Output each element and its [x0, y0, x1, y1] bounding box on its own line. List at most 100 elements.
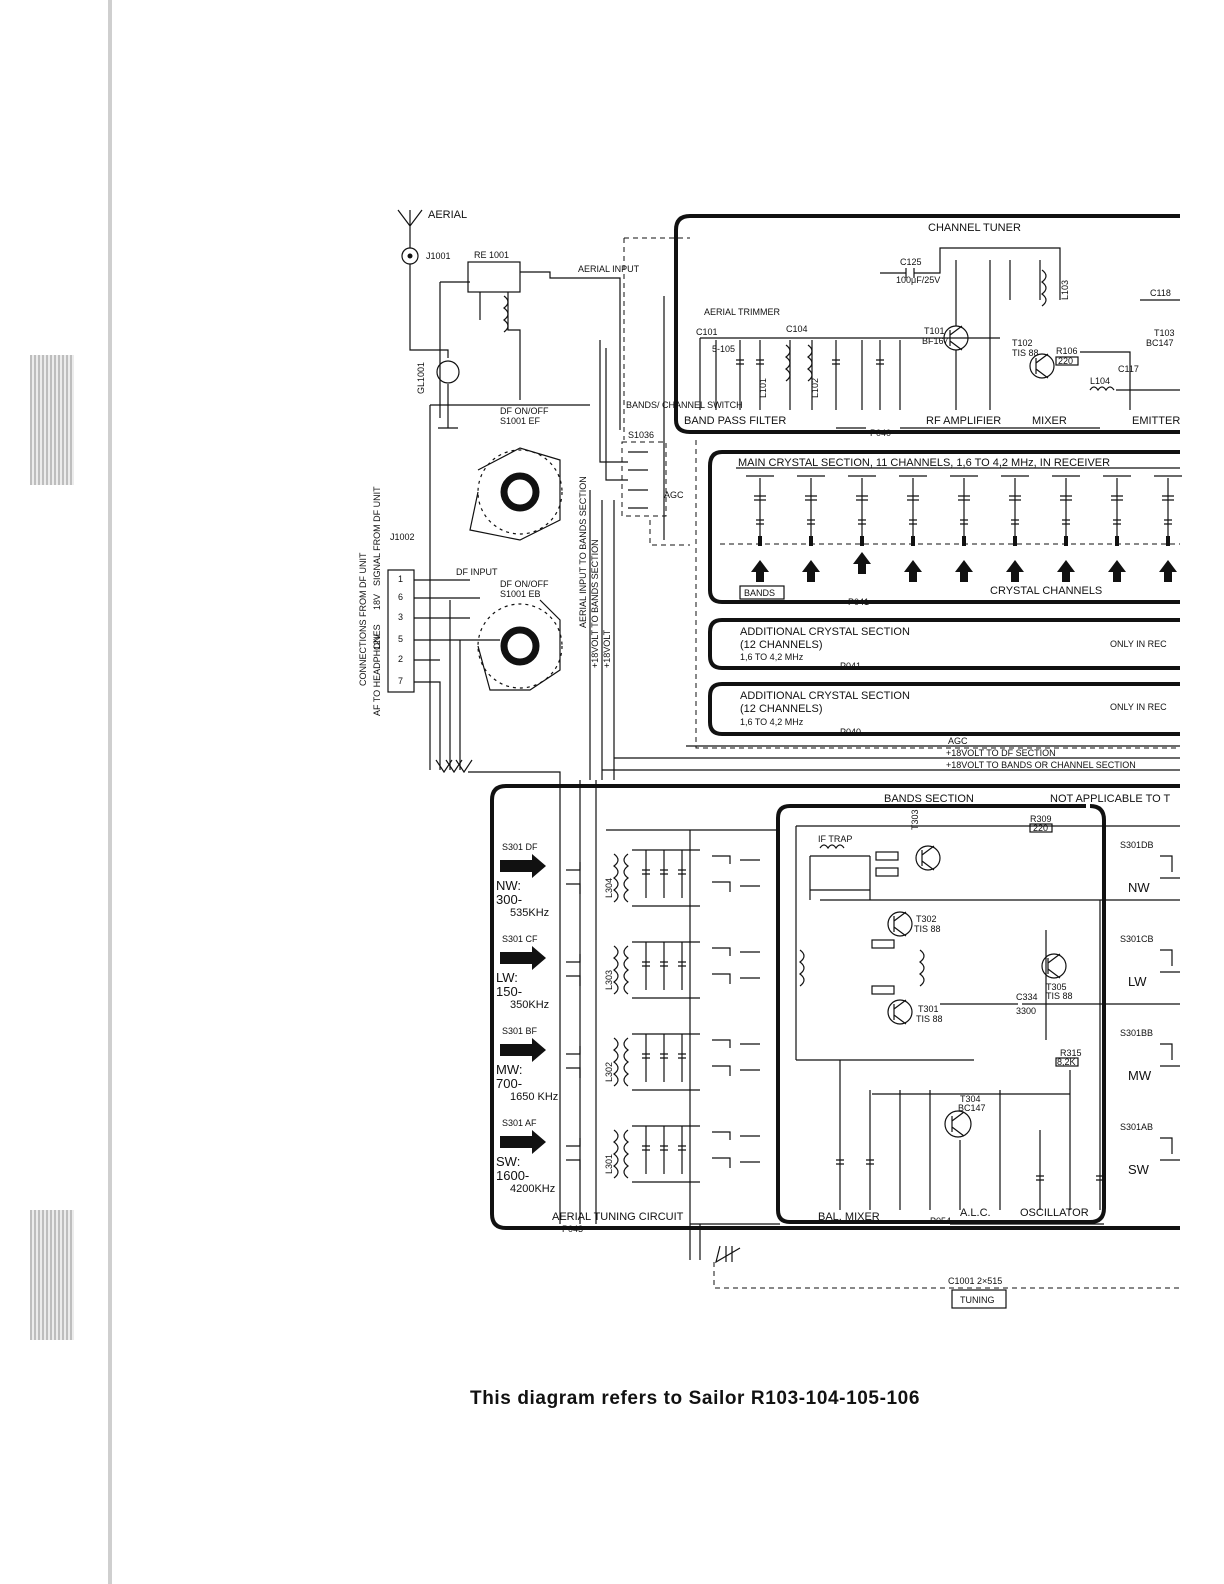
crystal-channel	[899, 475, 927, 582]
channel-tuner-box: CHANNEL TUNER AERIAL TRIMMER BAND PASS F…	[674, 214, 1180, 438]
t301-label: T301	[918, 1004, 939, 1014]
v18-label: 18V	[372, 594, 382, 610]
alc-label: A.L.C.	[960, 1207, 991, 1219]
band-arrow-icon	[500, 946, 546, 970]
svg-text:6: 6	[398, 592, 403, 602]
crystal-channel	[1103, 475, 1131, 582]
band-name: NW:	[496, 878, 521, 893]
add-crystal-2-channels: (12 CHANNELS)	[740, 703, 823, 715]
band-coil-label: L304	[604, 878, 614, 898]
crystal-channel	[797, 475, 825, 582]
c117-label: C117	[1118, 364, 1139, 374]
additional-crystal-section-2: ADDITIONAL CRYSTAL SECTION (12 CHANNELS)…	[708, 682, 1180, 737]
band-switch-label: S301 AF	[502, 1118, 537, 1128]
band-arrow-icon	[500, 1130, 546, 1154]
c118-label: C118	[1150, 288, 1171, 298]
add-crystal-1-only: ONLY IN REC	[1110, 639, 1167, 649]
gl1001-lamp	[436, 360, 460, 384]
band-switch-label: S301 DF	[502, 842, 538, 852]
crystal-channel	[1052, 475, 1080, 582]
band-range: 300-	[496, 892, 522, 907]
band-range-end: 1650 KHz	[510, 1091, 558, 1103]
t101-label: T101	[924, 326, 945, 336]
t103-type: BC147	[1146, 338, 1174, 348]
bands-section-internals: IF TRAP T303 T302 TIS 88 T301 TIS 88 T30…	[795, 809, 1180, 1210]
emitter-label: EMITTER	[1132, 415, 1180, 427]
bus-plus18-df-label: +18VOLT TO DF SECTION	[946, 748, 1056, 758]
scan-edge	[108, 0, 112, 1584]
r315-value: 8,2K	[1057, 1057, 1076, 1067]
bands-box	[739, 585, 785, 600]
t305-transistor	[1041, 953, 1067, 979]
band-range-end: 350KHz	[510, 999, 549, 1011]
band-arrow-icon	[500, 1038, 546, 1062]
band-switch-label: S301 BF	[502, 1026, 538, 1036]
t302-transistor	[887, 911, 913, 937]
add-crystal-2-range: 1,6 TO 4,2 MHz	[740, 717, 804, 727]
agc-label: AGC	[664, 490, 684, 500]
aerial-input-bands-label: AERIAL INPUT TO BANDS SECTION	[578, 476, 588, 628]
add-crystal-2-title: ADDITIONAL CRYSTAL SECTION	[740, 690, 910, 702]
band-switch-label: S301 CF	[502, 934, 538, 944]
c101-value: 5-105	[712, 344, 735, 354]
aerial-trimmer-label: AERIAL TRIMMER	[704, 307, 781, 317]
rf-amplifier-label: RF AMPLIFIER	[926, 415, 1001, 427]
c125-label: C125	[900, 257, 922, 267]
main-crystal-section: MAIN CRYSTAL SECTION, 11 CHANNELS, 1,6 T…	[708, 450, 1182, 607]
c101-label: C101	[696, 327, 718, 337]
t301-type: TIS 88	[916, 1014, 943, 1024]
osc-band-switch-label: S301AB	[1120, 1122, 1153, 1132]
s1036-label: S1036	[628, 430, 654, 440]
l104-label: L104	[1090, 376, 1110, 386]
j1002-connector	[387, 569, 415, 693]
s1001eb-label: S1001 EB	[500, 589, 541, 599]
band-coil-label: L303	[604, 970, 614, 990]
t103-label: T103	[1154, 328, 1175, 338]
band-range: 1600-	[496, 1168, 529, 1183]
t102-label: T102	[1012, 338, 1033, 348]
c334-value: 3300	[1016, 1006, 1036, 1016]
p040-label: P040	[870, 428, 891, 438]
additional-crystal-section-1: ADDITIONAL CRYSTAL SECTION (12 CHANNELS)…	[708, 618, 1180, 671]
main-crystal-title: MAIN CRYSTAL SECTION, 11 CHANNELS, 1,6 T…	[738, 457, 1110, 469]
aerial-input-label: AERIAL INPUT	[578, 264, 640, 274]
add-crystal-1-title: ADDITIONAL CRYSTAL SECTION	[740, 626, 910, 638]
bands-channel-switch-label: BANDS/ CHANNEL SWITCH	[626, 400, 743, 410]
channel-arrow-icon	[1006, 560, 1024, 582]
svg-text:1: 1	[398, 574, 403, 584]
bal-mixer-label: BAL. MIXER	[818, 1211, 880, 1223]
aerial-input-area: AERIAL J1001 RE 1001 AERIAL INPUT GL1001…	[358, 209, 640, 774]
add-crystal-2-p040: P040	[840, 727, 861, 737]
osc-band-switch-label: S301BB	[1120, 1028, 1153, 1038]
tuning-box	[951, 1289, 1007, 1309]
svg-text:5: 5	[398, 634, 403, 644]
p043-label: P043	[562, 1224, 583, 1234]
t302-type: TIS 88	[914, 924, 941, 934]
c104-label: C104	[786, 324, 808, 334]
r315-label: R315	[1060, 1048, 1082, 1058]
af-headphones-label: AF TO HEADPHONES	[372, 624, 382, 716]
t301-transistor	[887, 999, 913, 1025]
add-crystal-1-channels: (12 CHANNELS)	[740, 639, 823, 651]
bands-section-title: BANDS SECTION	[884, 793, 974, 805]
band-coil-label: L301	[604, 1154, 614, 1174]
plus18-bands-label: +18VOLT TO BANDS SECTION	[590, 539, 600, 668]
svg-text:7: 7	[398, 676, 403, 686]
crystal-channel	[848, 475, 876, 574]
r309-value: 220	[1033, 823, 1048, 833]
crystal-channel	[1001, 475, 1029, 582]
svg-text:2: 2	[398, 654, 403, 664]
band-coil-label: L302	[604, 1062, 614, 1082]
l103-label: L103	[1060, 280, 1070, 300]
band-range-end: 4200KHz	[510, 1183, 555, 1195]
crystal-channels-label: CRYSTAL CHANNELS	[990, 585, 1102, 597]
crystal-channel	[1154, 475, 1182, 582]
crystal-channel	[950, 475, 978, 582]
c1001-label: C1001 2×515	[948, 1276, 1002, 1286]
bus-lines: AGC +18VOLT TO DF SECTION +18VOLT TO BAN…	[468, 736, 1180, 820]
c125-value: 100μF/25V	[896, 275, 940, 285]
